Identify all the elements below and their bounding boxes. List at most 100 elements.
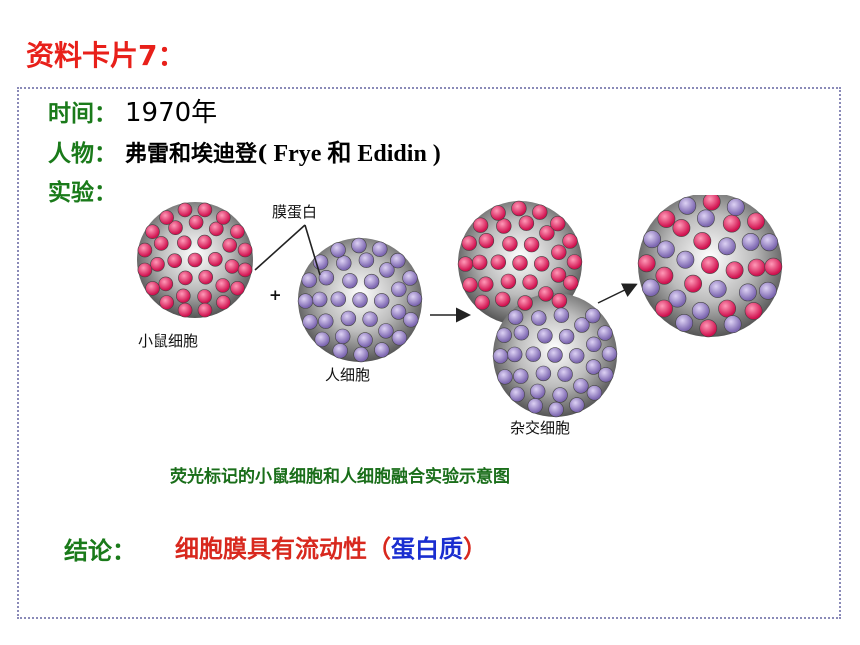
protein-dot [496,218,512,234]
protein-dot [552,387,568,403]
protein-dot [379,262,395,278]
protein-dot [372,241,388,257]
content-frame [17,87,841,619]
protein-dot [538,286,554,302]
protein-dot [237,242,253,258]
protein-dot [701,256,719,274]
protein-dot [585,359,602,375]
protein-dot [391,330,408,346]
conclusion-label: 结论： [64,537,136,565]
protein-dot [522,274,538,290]
conclusion-main: 细胞膜具有流动性（ [175,535,391,563]
protein-dot [187,252,203,268]
protein-dot [553,307,570,323]
protein-dot [697,209,715,228]
protein-dot [672,219,691,237]
protein-dot [301,272,317,288]
protein-dot [507,309,524,325]
protein-dot [224,259,240,274]
protein-dot [374,293,390,309]
protein-dot [175,288,191,304]
protein-dot [502,236,518,252]
protein-dot [574,317,590,333]
protein-dot [197,234,212,250]
protein-dot [297,293,314,309]
experiment-row: 实验： [48,173,117,207]
protein-dot [168,220,183,236]
protein-dot [684,274,703,293]
mouse-cell [137,202,253,318]
protein-dot [723,315,742,334]
protein-dot [391,281,407,298]
conclusion-highlight: 蛋白质 [391,535,463,563]
protein-dot [474,294,490,311]
protein-dot [566,254,583,270]
protein-dot [495,291,511,308]
protein-dot [237,262,253,278]
protein-dot [358,252,375,268]
human-cell [297,237,423,363]
protein-dot [197,302,213,318]
protein-dot [511,200,527,217]
protein-dot [726,198,745,217]
protein-dot [585,307,601,324]
protein-dot [693,232,712,250]
protein-dot [643,230,662,249]
protein-dot [178,270,193,286]
protein-dot [535,365,552,382]
protein-dot [302,314,318,330]
protein-dot [548,401,564,418]
protein-pointer-lines [254,224,321,276]
hybrid-cell [457,200,618,418]
protein-dot [573,378,589,394]
protein-dot [509,386,525,403]
plus-sign: + [269,286,282,304]
protein-dot [551,244,567,260]
protein-dot [760,233,779,252]
protein-dot [741,233,760,251]
person-label: 人物： [48,141,117,167]
protein-dot [532,204,548,220]
protein-dot [655,299,673,318]
protein-dot [209,221,224,237]
protein-dot [478,232,495,249]
protein-dot [492,348,509,364]
protein-dot [512,255,528,271]
protein-dot [641,278,660,297]
protein-dot [478,276,494,292]
protein-dot [363,273,380,290]
protein-dot [374,342,390,358]
protein-dot [145,224,160,240]
protein-dot [351,237,367,254]
protein-dot [725,261,744,280]
protein-dot [197,289,212,304]
protein-dot [137,262,153,278]
protein-dot [406,291,423,307]
protein-dot [378,323,394,339]
protein-dot [336,255,352,271]
protein-dot [569,348,585,364]
protein-dot [708,280,727,298]
protein-dot [500,273,517,290]
protein-dot [675,314,694,332]
protein-dot [531,310,547,326]
protein-dot [208,252,223,267]
protein-dot [177,235,192,251]
fused-cell [637,195,783,338]
protein-dot [764,257,783,276]
person-value-cn: 弗雷和埃迪登( [125,141,268,167]
protein-dot [557,366,573,382]
protein-dot [586,336,602,353]
protein-dot [497,369,513,385]
time-label: 时间： [48,101,117,127]
protein-dot [551,293,568,309]
protein-dot [507,346,523,363]
protein-dot [340,310,357,327]
protein-dot [457,256,474,272]
protein-dot [537,328,553,344]
protein-dot [353,346,369,363]
cell-fusion-diagram [137,195,783,418]
protein-dot [550,215,566,232]
protein-dot [558,328,575,345]
protein-dot [461,235,477,251]
